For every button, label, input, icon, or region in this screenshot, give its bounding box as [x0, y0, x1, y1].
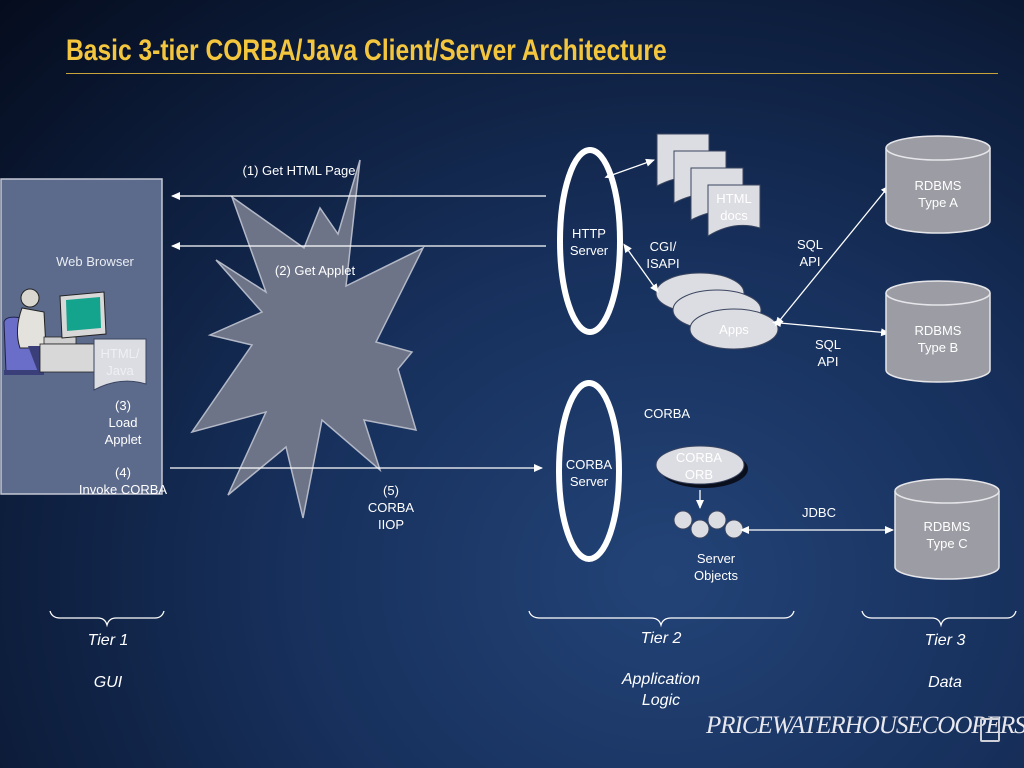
step-load-applet: (3) Load Applet — [104, 398, 142, 447]
cgi-isapi-label: CGI/ ISAPI — [646, 239, 680, 271]
rdbms-a-cylinder — [885, 135, 991, 234]
html-docs-stack — [656, 133, 761, 237]
title-rule — [66, 73, 998, 74]
html-docs-label: HTML docs — [716, 191, 752, 223]
rdbms-b-label: RDBMS Type B — [914, 323, 962, 355]
tier1-brace — [49, 610, 165, 628]
tier1-name: Tier 1 — [87, 632, 129, 649]
company-logo: PRICEWATERHOUSECOOPERS — [706, 712, 1024, 739]
sql-api-top-label: SQL API — [796, 237, 823, 269]
logo-mark-icon — [980, 718, 1000, 742]
html-java-document-icon — [93, 338, 147, 391]
corba-orb-label: CORBA ORB — [675, 450, 723, 482]
tier2-brace — [528, 610, 795, 628]
step-get-applet: (2) Get Applet — [274, 263, 356, 278]
tier2-desc: Application Logic — [621, 671, 701, 709]
corba-label: CORBA — [643, 406, 691, 421]
corba-server-ellipse — [556, 380, 622, 562]
tier3-desc: Data — [928, 674, 962, 691]
web-browser-label: Web Browser — [56, 254, 134, 269]
rdbms-c-label: RDBMS Type C — [923, 519, 971, 551]
corba-server-label: CORBA Server — [565, 457, 613, 489]
http-server-ellipse — [557, 147, 623, 335]
rdbms-c-cylinder — [894, 478, 1000, 580]
tier2-name: Tier 2 — [640, 630, 682, 647]
network-starburst — [190, 159, 425, 519]
sql-api-bottom-label: SQL API — [814, 337, 841, 369]
apps-stack — [655, 272, 779, 350]
arrow-http-docs — [604, 158, 655, 179]
user-at-computer-icon — [3, 288, 107, 375]
step-corba-iiop: (5) CORBA IIOP — [367, 483, 415, 532]
server-objects-label: Server Objects — [693, 551, 739, 583]
jdbc-label: JDBC — [802, 505, 836, 520]
corba-orb-ellipse — [655, 445, 745, 485]
rdbms-a-label: RDBMS Type A — [914, 178, 962, 210]
tier3-brace — [861, 610, 1017, 628]
rdbms-b-cylinder — [885, 280, 991, 383]
arrow-sql-b — [772, 319, 890, 337]
step-get-html: (1) Get HTML Page — [242, 163, 356, 178]
tier1-desc: GUI — [93, 674, 123, 691]
server-objects-icon — [673, 510, 744, 539]
html-java-label: HTML/ Java — [100, 346, 140, 378]
step-invoke-corba: (4) Invoke CORBA — [78, 465, 168, 497]
arrow-sql-a — [774, 185, 890, 327]
apps-label: Apps — [719, 322, 749, 337]
page-title: Basic 3-tier CORBA/Java Client/Server Ar… — [66, 34, 667, 67]
http-server-label: HTTP Server — [569, 226, 609, 258]
tier3-name: Tier 3 — [924, 632, 966, 649]
arrow-cgi-apps — [623, 243, 659, 293]
